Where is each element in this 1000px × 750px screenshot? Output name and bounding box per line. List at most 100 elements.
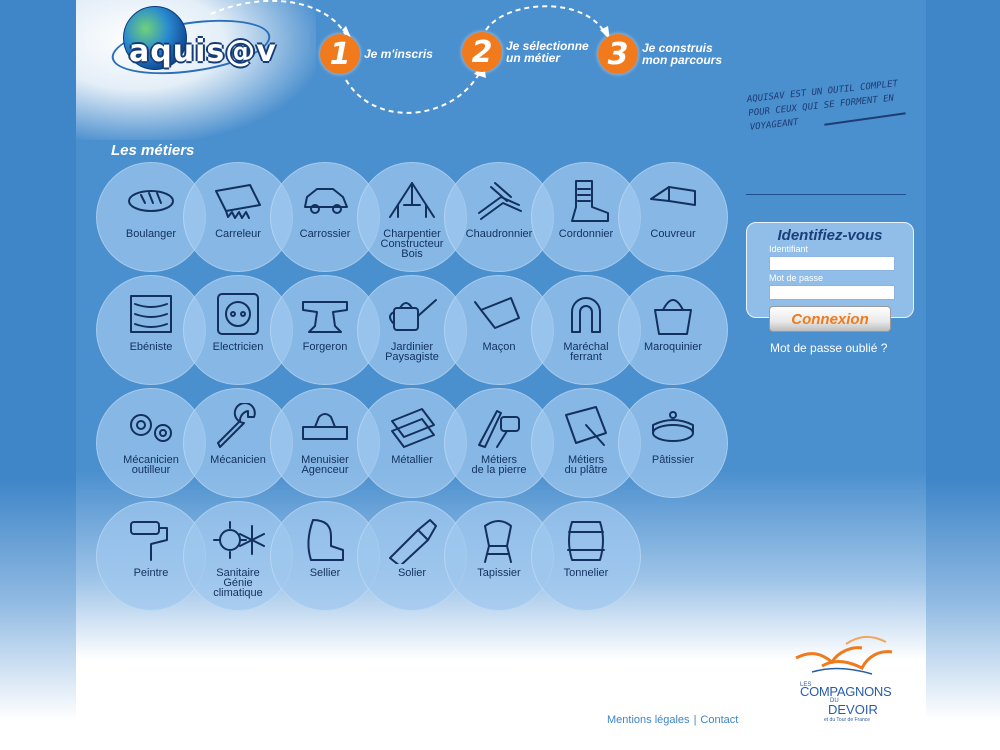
cake-icon: [652, 411, 694, 442]
login-title: Identifiez-vous: [777, 227, 883, 244]
watering-can-icon: [389, 299, 437, 331]
trade-tonnelier[interactable]: Tonnelier: [531, 501, 641, 611]
connexion-button[interactable]: Connexion: [769, 306, 891, 332]
trade-label: Couvreur: [650, 228, 696, 240]
bread-icon: [128, 190, 174, 212]
step-number: 2: [462, 32, 502, 72]
partner-line1: LES: [800, 682, 812, 688]
trade-label: Carrossier: [299, 228, 351, 240]
step-2[interactable]: 2 Je sélectionne un métier: [462, 32, 589, 72]
trade-label: Sellier: [309, 567, 341, 579]
step-1[interactable]: 1 Je m'inscris: [320, 34, 433, 74]
trades-grid: Boulanger Carreleur Carrossier Charpentier …: [96, 162, 736, 612]
trade-charpentier[interactable]: Charpentier Constructeur Bois: [357, 162, 467, 272]
chair-icon: [484, 520, 512, 563]
logo-text: aquis@v: [129, 34, 277, 69]
trade-menuisier[interactable]: Menuisier Agenceur: [270, 388, 380, 498]
trade-label: Solier: [397, 567, 427, 579]
trade-label: Métallier: [391, 454, 433, 466]
trade-maroquinier[interactable]: Maroquinier: [618, 275, 728, 385]
horseshoe-icon: [571, 297, 601, 333]
step-number: 1: [320, 34, 360, 74]
chisel-mallet-icon: [478, 410, 520, 448]
boot-icon: [571, 180, 609, 222]
trade-label: Ebéniste: [129, 341, 173, 353]
trade-sanitaire[interactable]: Sanitaire Génie climatique: [183, 501, 293, 611]
trade-label: Peintre: [133, 567, 169, 579]
section-title: Les métiers: [111, 142, 195, 159]
trade-label: Sanitaire Génie climatique: [213, 567, 263, 599]
trade-label: Forgeron: [302, 341, 348, 353]
anvil-icon: [302, 301, 348, 333]
trade-label: Maroquinier: [643, 341, 703, 353]
trade-label: Chaudronnier: [465, 228, 533, 240]
password-label: Mot de passe: [769, 273, 824, 283]
step-number: 3: [598, 34, 638, 74]
wrench-icon: [217, 403, 256, 448]
tagline: Aquisav est un outil complet pour ceux q…: [746, 79, 899, 133]
trade-label: Maréchal ferrant: [563, 341, 609, 363]
cabinet-icon: [130, 295, 172, 333]
globe-icon: [123, 6, 187, 70]
plane-tool-icon: [302, 413, 348, 440]
pipes-icon: [478, 182, 522, 220]
trade-label: Boulanger: [125, 228, 177, 240]
username-input[interactable]: [769, 256, 895, 271]
paint-roller-icon: [130, 521, 168, 561]
socket-icon: [217, 293, 259, 335]
floor-scraper-icon: [389, 519, 437, 564]
logo-glow: [76, 0, 316, 140]
contact-link[interactable]: Contact: [700, 714, 739, 726]
trade-label: Charpentier Constructeur Bois: [380, 228, 444, 260]
trade-label: Electricien: [212, 341, 264, 353]
trade-patissier[interactable]: Pâtissier: [618, 388, 728, 498]
password-input[interactable]: [769, 285, 895, 300]
page: aquis@v 1 Je m'inscris 2 Je sélectionne …: [76, 0, 926, 750]
step-label: Je sélectionne un métier: [506, 39, 589, 65]
username-label: Identifiant: [769, 244, 809, 254]
car-icon: [304, 188, 348, 214]
trade-carrossier[interactable]: Carrossier: [270, 162, 380, 272]
partner-line3: DU: [830, 698, 839, 704]
trade-label: Métiers de la pierre: [471, 454, 527, 476]
trade-mecanicien[interactable]: Mécanicien outilleur: [96, 388, 206, 498]
trade-label: Menuisier Agenceur: [301, 454, 349, 476]
step-3[interactable]: 3 Je construis mon parcours: [598, 34, 722, 74]
footer-separator: |: [693, 714, 697, 726]
partner-line5: et du Tour de France: [824, 717, 871, 723]
gears-icon: [130, 414, 172, 442]
roof-tile-icon: [650, 186, 696, 206]
barrel-icon: [567, 521, 605, 561]
aquisav-logo[interactable]: aquis@v: [108, 2, 281, 83]
roof-frame-icon: [389, 182, 435, 218]
plaster-float-icon: [565, 406, 607, 446]
trade-ebeniste[interactable]: Ebéniste: [96, 275, 206, 385]
handbag-icon: [654, 299, 692, 335]
partner-line2: COMPAGNONS: [800, 684, 892, 699]
partner-line4: DEVOIR: [828, 702, 878, 717]
login-panel: Identifiez-vous Identifiant Mot de passe: [746, 222, 914, 318]
car-seat-icon: [307, 519, 344, 561]
step-label: Je m'inscris: [364, 47, 433, 61]
trade-label: Maçon: [482, 341, 516, 353]
legal-link[interactable]: Mentions légales: [607, 714, 690, 726]
trade-couvreur[interactable]: Couvreur: [618, 162, 728, 272]
compagnons-logo[interactable]: LES COMPAGNONS DU DEVOIR et du Tour de F…: [792, 628, 904, 728]
divider: [746, 194, 906, 195]
trade-label: Métiers du plâtre: [564, 454, 608, 476]
sun-snow-icon: [213, 521, 265, 559]
trowel-icon: [474, 297, 520, 329]
footer: Mentions légales|Contact: [607, 714, 738, 726]
tile-trowel-icon: [215, 184, 261, 219]
trade-label: Cordonnier: [558, 228, 614, 240]
trade-label: Jardinier Paysagiste: [385, 341, 439, 363]
trade-label: Tapissier: [477, 567, 521, 579]
trade-label: Mécanicien outilleur: [123, 454, 179, 476]
metal-sheet-icon: [391, 408, 435, 448]
trade-label: Carreleur: [215, 228, 261, 240]
step-label: Je construis mon parcours: [642, 41, 723, 67]
trade-label: Pâtissier: [651, 454, 695, 466]
forgot-password-link[interactable]: Mot de passe oublié ?: [770, 341, 888, 355]
trade-boulanger[interactable]: Boulanger: [96, 162, 206, 272]
birds-icon: [795, 636, 893, 675]
